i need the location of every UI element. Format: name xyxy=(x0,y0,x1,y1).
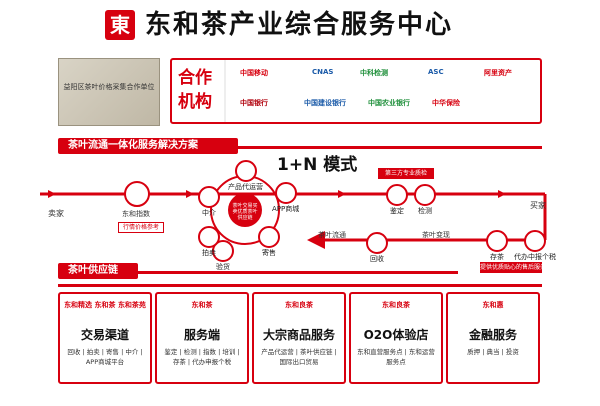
bank-of-china-logo: 中国银行 xyxy=(240,99,268,107)
card-brands: 东和精选 东和茶 东和茶苑 xyxy=(64,301,146,309)
third-party-tag: 第三方专业质检 xyxy=(378,168,434,179)
price-reference-tag: 行情价格参考 xyxy=(118,222,164,233)
plaque-text: 益阳区茶叶价格采集合作单位 xyxy=(63,83,155,91)
card-brands: 东和惠 xyxy=(482,301,504,309)
asc-logo: ASC xyxy=(428,68,444,76)
ring-node-inspection: 验货 xyxy=(212,240,234,272)
card-title: 金融服务 xyxy=(468,328,517,342)
circulation-label: 茶叶流通 xyxy=(318,231,346,239)
card-desc: 东和直营服务点 | 东和运营服务点 xyxy=(357,348,435,366)
recovery-node: 回收 xyxy=(366,232,388,264)
china-mobile-logo: 中国移动 xyxy=(240,69,268,77)
price-index-label: 东和指数 xyxy=(122,210,150,218)
buyer-label: 买家 xyxy=(530,201,546,210)
cnas-logo: CNAS xyxy=(312,68,334,76)
brand-logo: 東 xyxy=(105,10,135,40)
ring-node-operation: 产品代运营 xyxy=(228,160,263,192)
page-title: 东和茶产业综合服务中心 xyxy=(145,10,454,40)
card-brands: 东和茶 xyxy=(191,301,213,309)
seller-label: 卖家 xyxy=(48,209,64,218)
card-o2o-store: 东和良茶 O2O体验店 东和直营服务点 | 东和运营服务点 xyxy=(349,292,443,384)
appraisal-node: 鉴定 xyxy=(386,184,408,216)
card-trade-channel: 东和精选 东和茶 东和茶苑 交易渠道 回收 | 拍卖 | 寄售 | 中介 | A… xyxy=(58,292,152,384)
abc-logo: 中国农业银行 xyxy=(368,99,410,107)
card-desc: 质押 | 典当 | 投资 xyxy=(467,348,519,356)
section2-line xyxy=(58,271,458,274)
section1-banner: 茶叶流通一体化服务解决方案 xyxy=(58,138,238,154)
mode-title: 1+N 模式 xyxy=(277,155,358,175)
card-bulk-commodity: 东和良茶 大宗商品服务 产品代运营 | 茶叶供应链 | 国际出口贸易 xyxy=(252,292,346,384)
card-desc: 产品代运营 | 茶叶供应链 | 国际出口贸易 xyxy=(261,348,337,366)
partners-panel xyxy=(170,58,542,124)
card-brands: 东和良茶 xyxy=(382,301,410,309)
partners-label: 合作 机构 xyxy=(178,68,212,112)
card-service: 东和茶 服务端 鉴定 | 检测 | 指数 | 培训 | 存茶 | 代办申报个税 xyxy=(155,292,249,384)
agency-node: 代办中报个税 xyxy=(514,230,556,262)
inspection-node: 检测 xyxy=(414,184,436,216)
card-finance: 东和惠 金融服务 质押 | 典当 | 投资 xyxy=(446,292,540,384)
zhongke-test-logo: 中科检测 xyxy=(360,69,388,77)
ccb-logo: 中国建设银行 xyxy=(304,99,346,107)
ring-node-app-mall: APP商城 xyxy=(272,182,299,214)
card-title: 服务端 xyxy=(183,328,220,342)
card-title: O2O体验店 xyxy=(363,328,429,342)
plaque-image xyxy=(58,58,160,126)
ali-assets-logo: 阿里资产 xyxy=(484,69,512,77)
card-title: 交易渠道 xyxy=(80,328,129,342)
after-sales-tag: 提供优质贴心的售后服务 xyxy=(480,262,547,273)
ring-node-consignment: 寄售 xyxy=(258,226,280,258)
ring-center-label: 茶叶交易买卖优质茶叶供应链 xyxy=(232,203,258,221)
price-index-icon xyxy=(124,181,150,207)
ring-node-auction: 拍卖 xyxy=(198,226,220,258)
ring-node-agent: 中介 xyxy=(198,186,220,218)
card-brands: 东和良茶 xyxy=(285,301,313,309)
section1-line xyxy=(58,146,542,149)
tea-change-label: 茶叶变现 xyxy=(422,231,450,239)
insurance-logo: 中华保险 xyxy=(432,99,460,107)
supply-chain-bar xyxy=(58,284,542,287)
card-desc: 回收 | 拍卖 | 寄售 | 中介 | APP商城平台 xyxy=(67,348,143,366)
storage-node: 存茶 xyxy=(486,230,508,262)
card-title: 大宗商品服务 xyxy=(262,328,335,342)
card-desc: 鉴定 | 检测 | 指数 | 培训 | 存茶 | 代办申报个税 xyxy=(164,348,240,366)
section2-banner: 茶叶供应链 xyxy=(58,263,138,279)
